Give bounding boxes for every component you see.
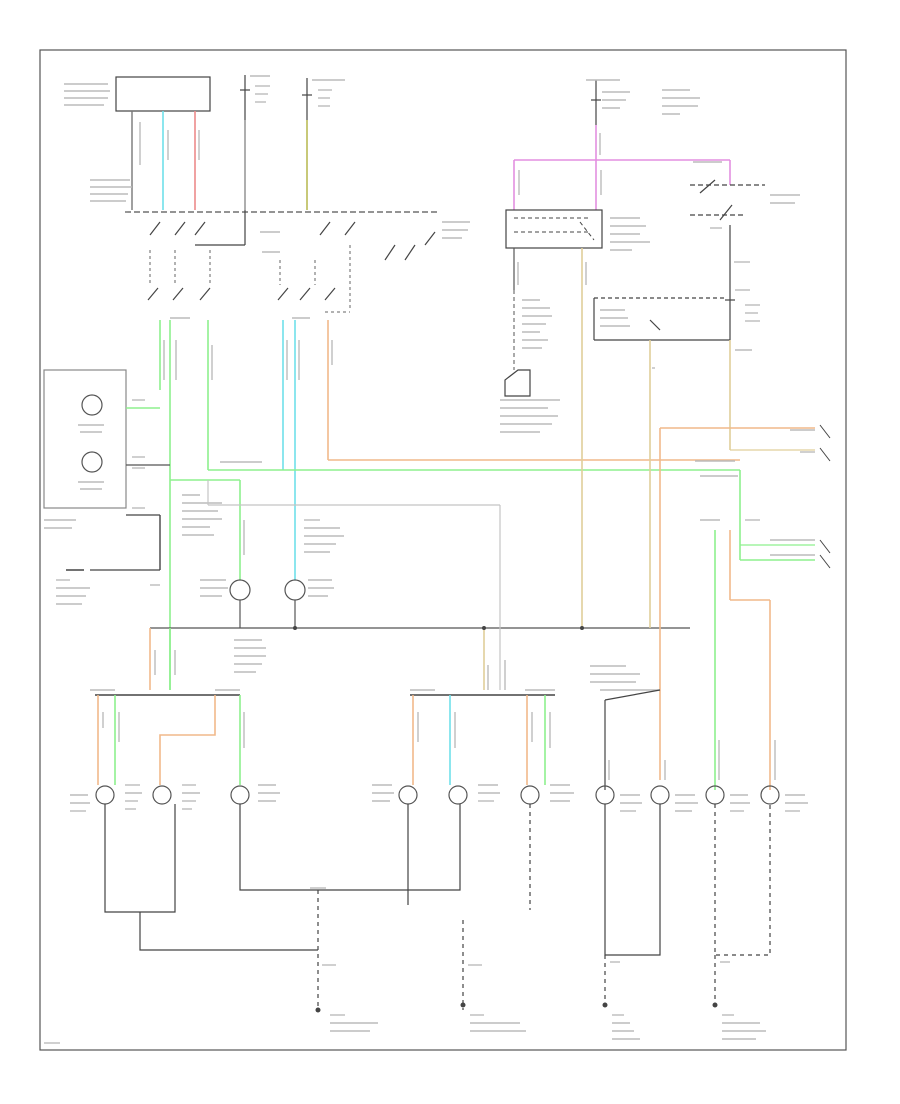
switch-output-labels xyxy=(163,340,333,380)
fuse-labels-top-left xyxy=(250,75,345,107)
right-switch-labels xyxy=(600,194,800,369)
relay-out-labels xyxy=(500,262,587,433)
connector-icon xyxy=(504,369,531,397)
wire-right-black xyxy=(604,689,661,701)
ground-symbols xyxy=(293,626,718,1013)
module-box xyxy=(115,76,211,112)
lamp-8-icon xyxy=(650,785,670,805)
fuse-stub-top-right xyxy=(591,80,601,125)
fuse-stubs-top-left xyxy=(240,75,312,120)
lamp-drops xyxy=(97,695,606,790)
lamp-3-icon xyxy=(230,785,250,805)
switch-labels xyxy=(170,221,470,319)
ground-labels xyxy=(44,887,766,1044)
lamp-5-icon xyxy=(448,785,468,805)
relay-labels xyxy=(610,217,650,251)
lower-connector-labels xyxy=(90,650,660,691)
bus-labels xyxy=(220,460,738,477)
lamp-10-icon xyxy=(760,785,780,805)
switch-internal-lines xyxy=(149,245,351,313)
cluster-lamp-1-icon xyxy=(81,394,103,416)
lamp-ground-wires xyxy=(104,804,771,1010)
right-fuse xyxy=(593,255,735,341)
connector-arrows xyxy=(819,424,831,569)
switch-contacts xyxy=(147,210,436,301)
relay-box xyxy=(505,209,603,249)
lamp-drop-labels xyxy=(102,712,776,780)
lamp-right-center-icon xyxy=(284,579,306,601)
cluster-box xyxy=(43,369,127,509)
relay-contacts xyxy=(514,217,595,241)
lamp-1-icon xyxy=(95,785,115,805)
top-right-labels xyxy=(586,79,700,155)
lamp-2-icon xyxy=(152,785,172,805)
lamp-4-icon xyxy=(398,785,418,805)
cluster-labels xyxy=(44,399,160,605)
lamp-left-center-icon xyxy=(229,579,251,601)
diagram-frame xyxy=(39,49,847,1051)
cluster-lamp-2-icon xyxy=(81,451,103,473)
lamp-6-icon xyxy=(520,785,540,805)
right-connector-labels xyxy=(700,429,815,556)
module-wire-labels xyxy=(90,122,200,202)
center-lamp-labels xyxy=(182,494,344,673)
module-label xyxy=(64,83,110,106)
pink-wire-labels xyxy=(518,161,722,195)
lamp-labels xyxy=(70,784,808,812)
right-switch xyxy=(690,179,765,255)
